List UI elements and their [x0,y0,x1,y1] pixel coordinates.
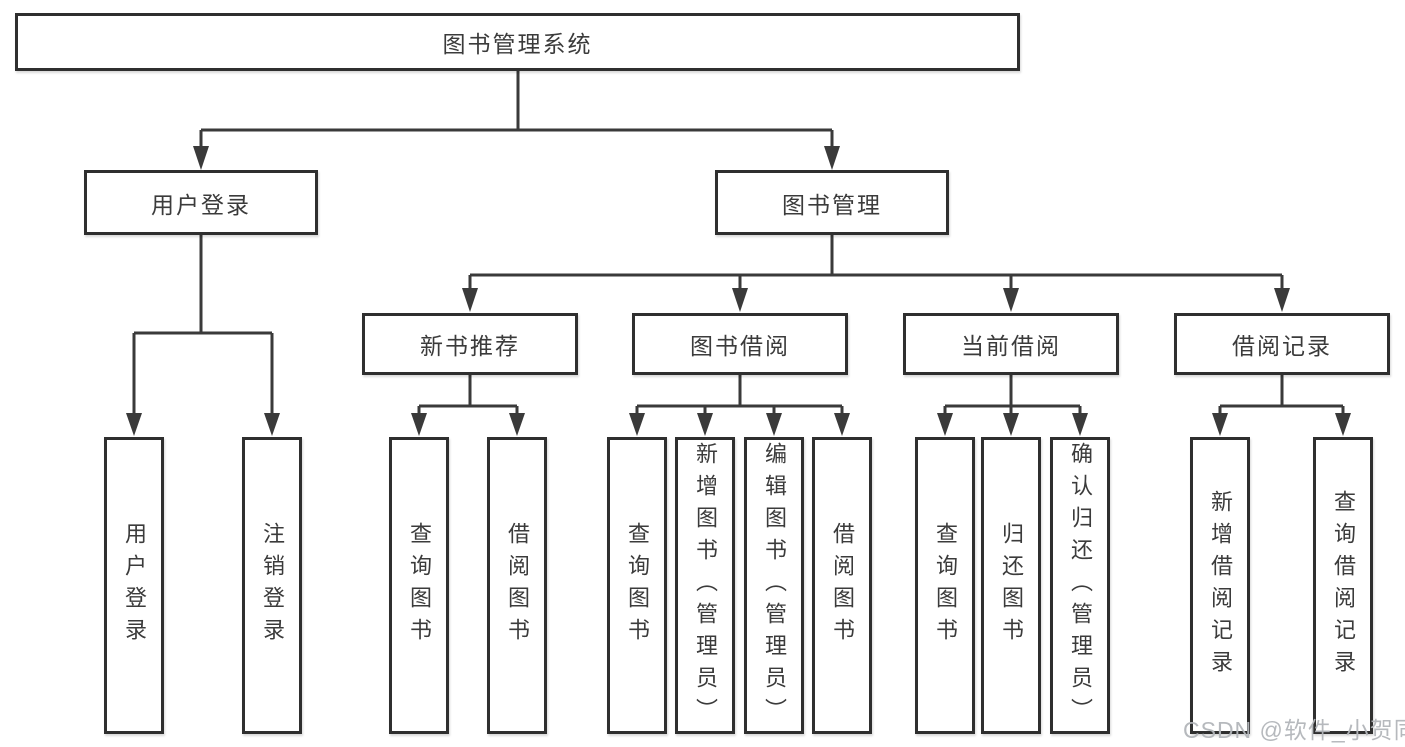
arrow-icon [1274,288,1290,312]
arrow-icon [732,288,748,312]
leaf-query-borrow-record-label: 查询借阅记录 [1331,489,1356,682]
leaf-return-books: 归还图书 [981,437,1041,734]
csdn-watermark: CSDN @软件_小贺同学 [1183,717,1405,743]
connector-userlogin-to-leaves [132,235,274,414]
node-current-borrow-label: 当前借阅 [961,333,1061,359]
leaf-add-borrow-record: 新增借阅记录 [1190,437,1250,734]
arrow-icon [1003,288,1019,312]
node-borrow-records: 借阅记录 [1174,313,1390,375]
leaf-borrow-books: 借阅图书 [812,437,872,734]
leaf-edit-books-admin-label: 编辑图书（管理员） [762,441,787,730]
arrow-icon [264,413,280,436]
node-user-login: 用户登录 [84,170,318,235]
leaf-confirm-return-admin-label: 确认归还（管理员） [1068,441,1093,730]
node-new-book-recommend-label: 新书推荐 [420,333,520,359]
connector-root-to-level2 [199,70,834,148]
arrow-icon [1003,413,1019,436]
node-root: 图书管理系统 [15,13,1020,71]
arrow-icon [824,146,840,170]
node-current-borrow: 当前借阅 [903,313,1119,375]
arrow-icon [126,413,142,436]
leaf-query-borrow-record: 查询借阅记录 [1313,437,1373,734]
node-book-management: 图书管理 [715,170,949,235]
node-book-borrow-label: 图书借阅 [690,333,790,359]
leaf-return-books-label: 归还图书 [999,521,1024,650]
node-borrow-records-label: 借阅记录 [1232,333,1332,359]
arrow-icon [462,288,478,312]
arrowheads [126,146,1351,436]
arrow-icon [629,413,645,436]
leaf-borrow-books-label: 借阅图书 [830,521,855,650]
leaf-query-books-current-label: 查询图书 [933,521,958,650]
node-book-borrow: 图书借阅 [632,313,848,375]
leaf-edit-books-admin: 编辑图书（管理员） [744,437,804,734]
leaf-query-books-recommend: 查询图书 [389,437,449,734]
leaf-add-books-admin-label: 新增图书（管理员） [693,441,718,730]
arrow-icon [1212,413,1228,436]
arrow-icon [766,413,782,436]
node-root-label: 图书管理系统 [442,31,593,57]
leaf-query-books-recommend-label: 查询图书 [407,521,432,650]
leaf-query-books-borrow: 查询图书 [607,437,667,734]
leaf-logout-label: 注销登录 [260,521,285,650]
connector-currentborrow-to-leaves [943,375,1082,416]
arrow-icon [1335,413,1351,436]
leaf-user-login: 用户登录 [104,437,164,734]
connector-borrowrecords-to-leaves [1218,375,1345,416]
leaf-logout: 注销登录 [242,437,302,734]
arrow-icon [193,146,209,170]
connector-bookborrow-to-leaves [635,375,844,416]
leaf-borrow-books-recommend: 借阅图书 [487,437,547,734]
node-new-book-recommend: 新书推荐 [362,313,578,375]
arrow-icon [834,413,850,436]
node-user-login-label: 用户登录 [151,191,251,218]
arrow-icon [411,413,427,436]
leaf-add-borrow-record-label: 新增借阅记录 [1208,489,1233,682]
leaf-user-login-label: 用户登录 [122,521,147,650]
arrow-icon [937,413,953,436]
leaf-borrow-books-recommend-label: 借阅图书 [505,521,530,650]
leaf-confirm-return-admin: 确认归还（管理员） [1050,437,1110,734]
connector-bookmgmt-to-level3 [468,235,1284,290]
connector-newbook-to-leaves [417,375,519,416]
arrow-icon [697,413,713,436]
arrow-icon [1072,413,1088,436]
arrow-icon [509,413,525,436]
leaf-query-books-borrow-label: 查询图书 [625,521,650,650]
node-book-management-label: 图书管理 [782,191,882,218]
leaf-add-books-admin: 新增图书（管理员） [675,437,735,734]
leaf-query-books-current: 查询图书 [915,437,975,734]
